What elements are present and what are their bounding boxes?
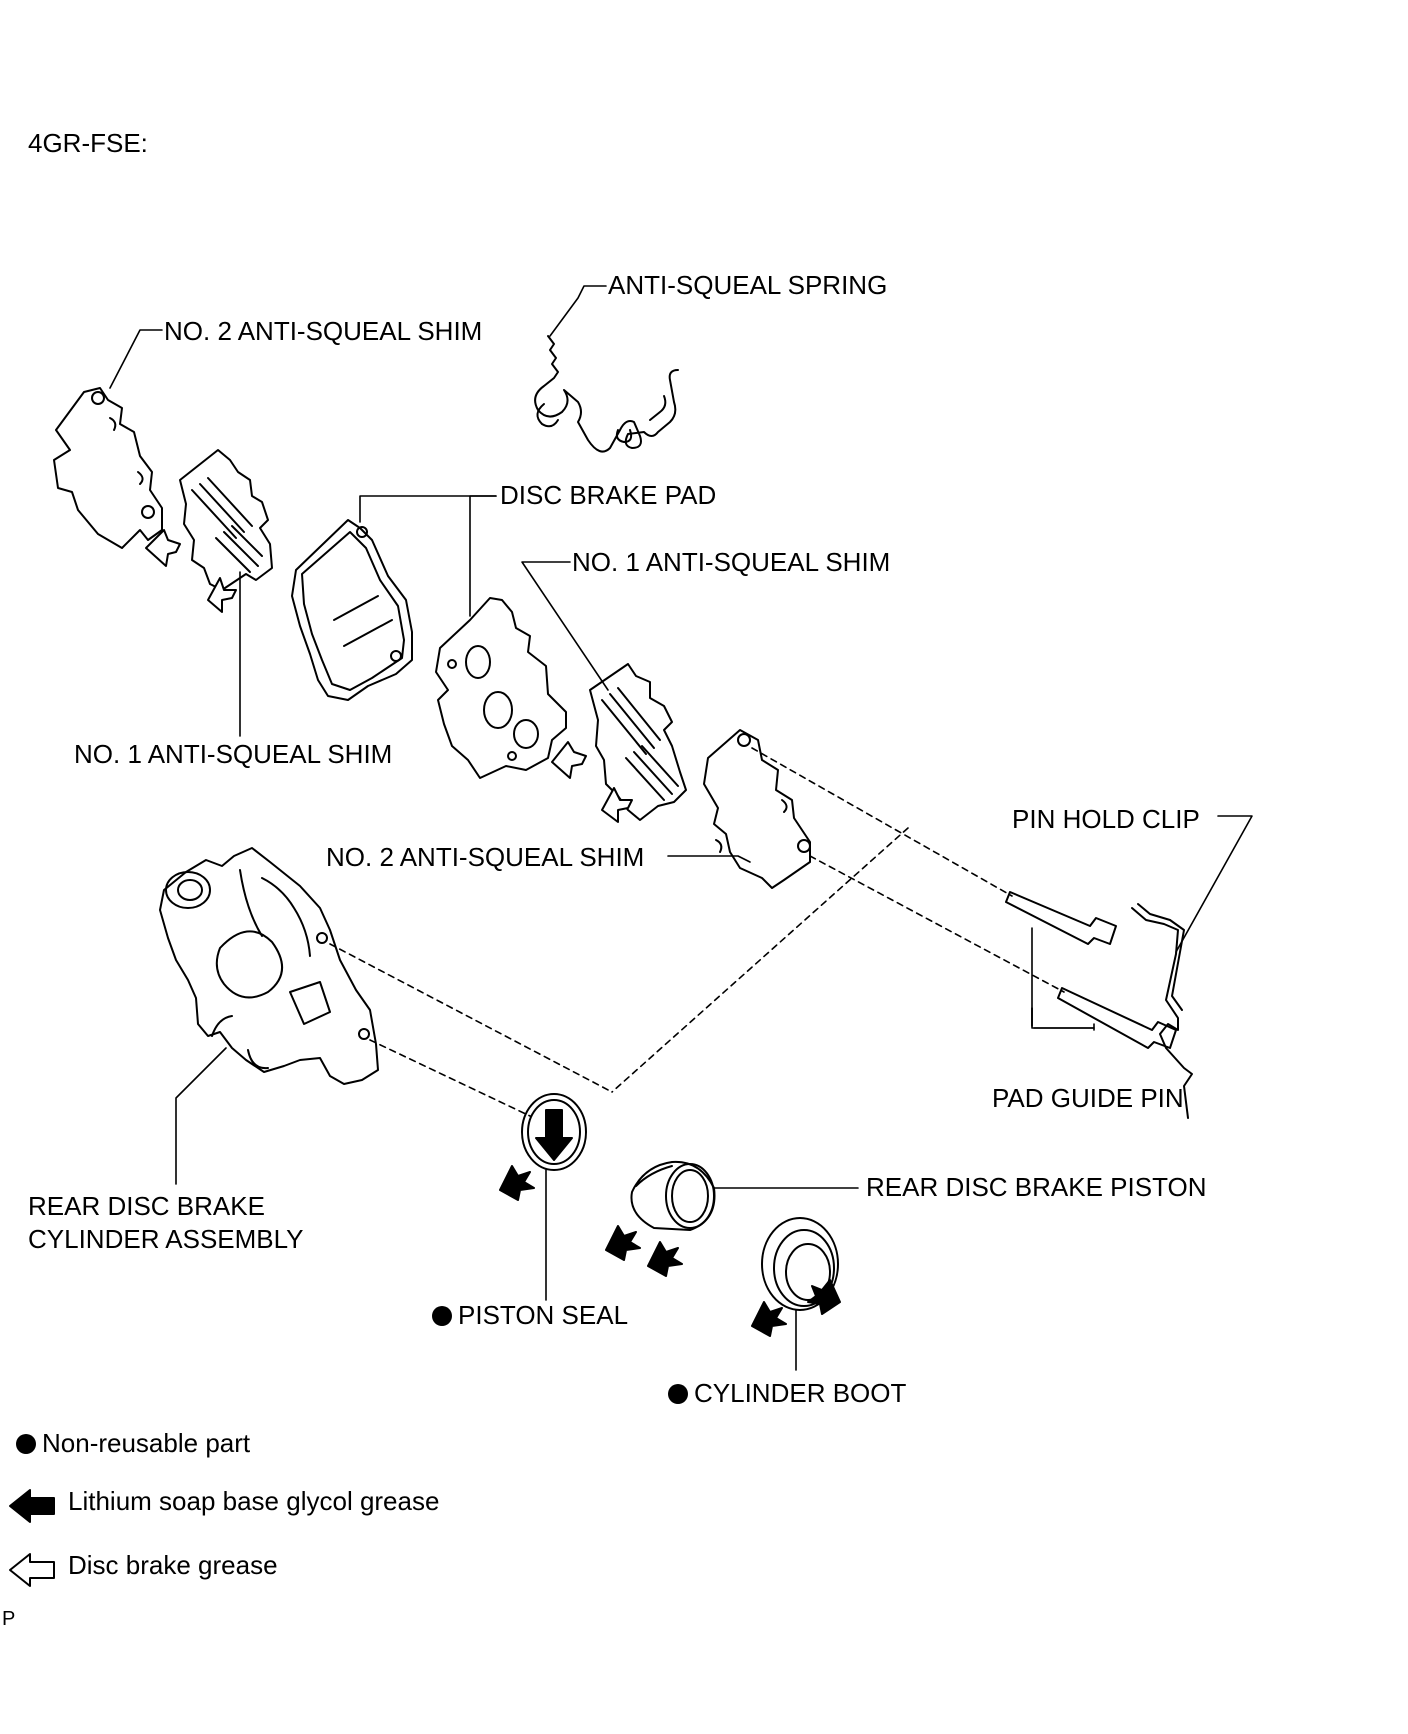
label-no1-shim-right: NO. 1 ANTI-SQUEAL SHIM <box>572 547 891 577</box>
disc-brake-pad-1-part <box>292 520 412 700</box>
disc-brake-pad-2-part <box>436 598 566 778</box>
label-pin-hold-clip: PIN HOLD CLIP <box>1012 804 1200 834</box>
piston-seal-text: PISTON SEAL <box>458 1300 629 1330</box>
leader-lines <box>110 286 1252 1370</box>
legend-disc-brake-grease: Disc brake grease <box>68 1550 278 1580</box>
black-grease-arrows <box>500 1166 840 1336</box>
label-no1-shim-left: NO. 1 ANTI-SQUEAL SHIM <box>74 739 393 769</box>
no1-shim-left-part <box>146 450 272 612</box>
non-reusable-dot-icon <box>668 1384 688 1404</box>
pad-guide-pins-part <box>1006 892 1176 1048</box>
cylinder-boot-part <box>762 1218 838 1310</box>
dashed-assembly-lines <box>330 748 1064 1116</box>
anti-squeal-spring-part <box>535 336 678 452</box>
variant-title: 4GR-FSE: <box>28 128 148 158</box>
label-anti-squeal-spring: ANTI-SQUEAL SPRING <box>608 270 888 300</box>
label-pad-guide-pin: PAD GUIDE PIN <box>992 1083 1184 1113</box>
label-no2-shim-top: NO. 2 ANTI-SQUEAL SHIM <box>164 316 483 346</box>
caliper-assembly-part <box>160 848 378 1084</box>
piston-seal-part <box>522 1094 586 1170</box>
label-cylinder-boot: CYLINDER BOOT <box>668 1378 906 1408</box>
non-reusable-dot-icon <box>432 1306 452 1326</box>
non-reusable-dot-icon <box>16 1434 36 1454</box>
label-rear-disc-brake-piston: REAR DISC BRAKE PISTON <box>866 1172 1207 1202</box>
label-cylinder-assembly-line2: CYLINDER ASSEMBLY <box>28 1224 304 1254</box>
no1-shim-right-part <box>552 664 686 822</box>
rear-disc-brake-piston-part <box>631 1162 714 1230</box>
legend-icons <box>10 1490 54 1586</box>
label-no2-shim-mid: NO. 2 ANTI-SQUEAL SHIM <box>326 842 645 872</box>
no2-shim-mid-part <box>704 730 810 888</box>
label-disc-brake-pad: DISC BRAKE PAD <box>500 480 717 510</box>
legend-non-reusable-text: Non-reusable part <box>42 1428 251 1458</box>
label-piston-seal: PISTON SEAL <box>432 1300 628 1330</box>
legend-non-reusable: Non-reusable part <box>16 1428 250 1458</box>
footer-code: P <box>2 1608 16 1630</box>
cylinder-boot-text: CYLINDER BOOT <box>694 1378 907 1408</box>
no2-shim-top-left-part <box>54 388 162 548</box>
pin-hold-clip-part <box>1132 904 1192 1118</box>
label-cylinder-assembly-line1: REAR DISC BRAKE <box>28 1191 265 1221</box>
legend-lithium-grease: Lithium soap base glycol grease <box>68 1486 440 1516</box>
